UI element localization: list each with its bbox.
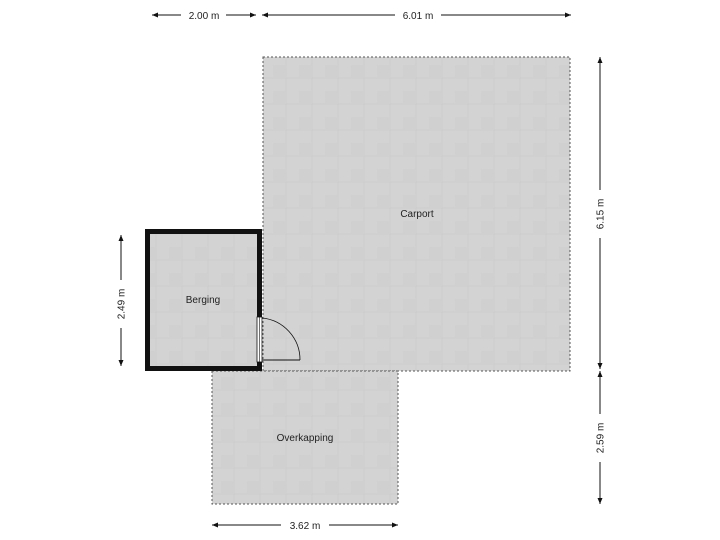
- door: [256, 316, 301, 363]
- carport-label: Carport: [400, 209, 434, 220]
- overkapping-label: Overkapping: [277, 433, 334, 444]
- dimension-right-upper-label: 6.15 m: [596, 199, 607, 230]
- dimension-top-left-label: 2.00 m: [189, 11, 220, 22]
- dimension-top-right: 6.01 m: [262, 11, 571, 22]
- dimension-left: 2.49 m: [117, 235, 128, 366]
- dimension-top-right-label: 6.01 m: [403, 11, 434, 22]
- overkapping-area: [211, 370, 399, 505]
- dimension-bottom: 3.62 m: [212, 521, 398, 532]
- berging-label: Berging: [186, 295, 220, 306]
- dimension-right-lower-label: 2.59 m: [596, 423, 607, 454]
- dimension-left-label: 2.49 m: [117, 289, 128, 320]
- dimension-top-left: 2.00 m: [152, 11, 256, 22]
- berging-floor: [149, 233, 258, 367]
- dimension-bottom-label: 3.62 m: [290, 521, 321, 532]
- dimension-right-lower: 2.59 m: [596, 371, 607, 504]
- dimension-right-upper: 6.15 m: [596, 57, 607, 369]
- carport-area: [262, 56, 571, 372]
